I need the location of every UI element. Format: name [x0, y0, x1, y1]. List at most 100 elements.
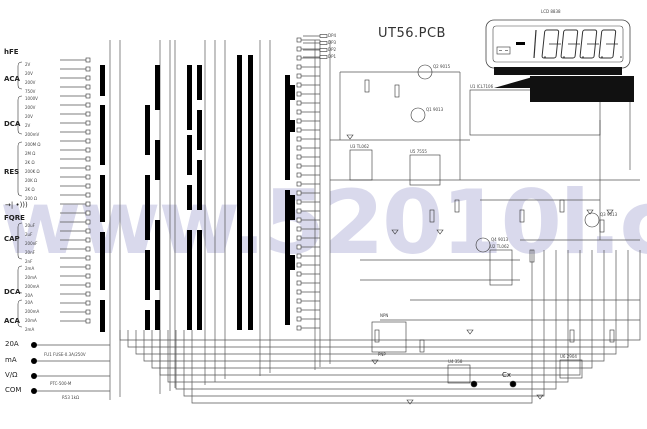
dp-pad: [319, 34, 328, 38]
dp-pad: [319, 48, 328, 52]
switch-pad: [296, 127, 302, 133]
ic-u2: [489, 249, 513, 286]
lcd-decimal-point: [563, 56, 565, 58]
transistor-q3: [584, 212, 600, 228]
contact-bar: [197, 230, 202, 330]
switch-pad: [85, 255, 91, 261]
switch-pad: [296, 298, 302, 304]
return-wire: [191, 250, 533, 404]
cx-jack-icon: [509, 380, 517, 388]
return-wire: [175, 250, 557, 390]
contact-bar: [187, 135, 192, 175]
return-wire: [151, 250, 593, 369]
switch-pad: [85, 192, 91, 198]
switch-pad: [296, 154, 302, 160]
contact-bar: [155, 220, 160, 290]
range-bracket: [17, 265, 23, 294]
range-sublabel: 2mA: [25, 327, 35, 332]
contact-bar: [197, 110, 202, 150]
lcd-inner: [492, 25, 624, 63]
resistor: [364, 79, 370, 93]
contact-bar: [197, 65, 202, 100]
range-label-fqre: FQRE: [4, 214, 25, 222]
resistor: [529, 249, 535, 263]
battery-icon: [496, 46, 511, 55]
resistor: [419, 339, 425, 353]
switch-pad: [296, 181, 302, 187]
return-wire: [119, 250, 641, 341]
range-sublabel: 20A: [25, 293, 33, 298]
diode-beeper-symbol: →| •))): [5, 201, 28, 209]
range-sublabel: 200mA: [25, 309, 40, 314]
ground-icon: [606, 209, 614, 215]
switch-pad: [296, 46, 302, 52]
range-sublabel: 200V: [25, 80, 36, 85]
range-sublabel: 20V: [25, 114, 33, 119]
switch-pad: [85, 156, 91, 162]
range-label-dca: DCA: [4, 288, 21, 296]
return-wire: [159, 250, 581, 376]
switch-pad: [85, 57, 91, 63]
switch-pad: [85, 129, 91, 135]
lcd-connector: [494, 67, 622, 75]
lcd-minus-sign: [516, 42, 525, 45]
return-wire: [127, 250, 629, 348]
ground-icon: [391, 229, 399, 235]
dp-label: DP4: [328, 33, 337, 38]
range-sublabel: 1000V: [25, 96, 38, 101]
switch-pad: [85, 201, 91, 207]
contact-bar: [155, 65, 160, 110]
terminal-label: V/Ω: [5, 371, 18, 379]
ic-u5: [409, 154, 441, 186]
ground-icon: [346, 134, 354, 140]
range-bracket: [17, 299, 23, 328]
npn-label: NPN: [380, 313, 389, 318]
range-sublabel: 200mV: [25, 132, 40, 137]
switch-pad: [85, 138, 91, 144]
terminal-jack-icon: [31, 373, 37, 379]
range-sublabel: 2V: [25, 123, 31, 128]
dp-label: DP1: [328, 54, 337, 59]
range-sublabel: 200M Ω: [25, 142, 41, 147]
range-sublabel: 20uF: [25, 223, 35, 228]
ground-icon: [536, 394, 544, 400]
lcd-display: [485, 19, 634, 102]
ic-u3: [349, 149, 373, 181]
resistor: [394, 84, 400, 98]
resistor: [559, 199, 565, 213]
return-wire: [135, 250, 617, 355]
switch-pad: [85, 165, 91, 171]
switch-pad: [296, 316, 302, 322]
range-sublabel: 200 Ω: [25, 196, 37, 201]
switch-pad: [85, 246, 91, 252]
switch-pad: [85, 111, 91, 117]
com-resistor-label: R53 1kΩ: [62, 395, 80, 400]
switch-pad: [296, 145, 302, 151]
cx-label: Cx: [502, 371, 512, 379]
contact-bar: [237, 55, 242, 330]
board-title: UT56.PCB: [378, 26, 446, 41]
contact-bar: [187, 65, 192, 130]
ground-icon: [466, 329, 474, 335]
terminal-label: 20A: [5, 340, 19, 348]
switch-pad: [296, 118, 302, 124]
switch-pad: [296, 82, 302, 88]
range-bracket: [17, 61, 23, 90]
lcd-decimal-point: [544, 56, 546, 58]
switch-pads: [85, 34, 328, 331]
switch-pad: [296, 109, 302, 115]
switch-pad: [296, 289, 302, 295]
ic-label-u3: U3 TL062: [350, 144, 370, 149]
contact-bar: [289, 120, 295, 132]
terminal-jack-icon: [31, 388, 37, 394]
contact-bar: [100, 232, 105, 290]
switch-pad: [296, 244, 302, 250]
switch-pad: [296, 208, 302, 214]
switch-contact-bars: [100, 55, 295, 332]
ground-icon: [406, 399, 414, 405]
watermark: www.52010l.com: [0, 171, 647, 274]
resistor: [609, 329, 615, 343]
switch-pad: [85, 84, 91, 90]
range-bracket: [17, 95, 23, 135]
transistor-label-q4: Q4 9013: [491, 237, 509, 242]
